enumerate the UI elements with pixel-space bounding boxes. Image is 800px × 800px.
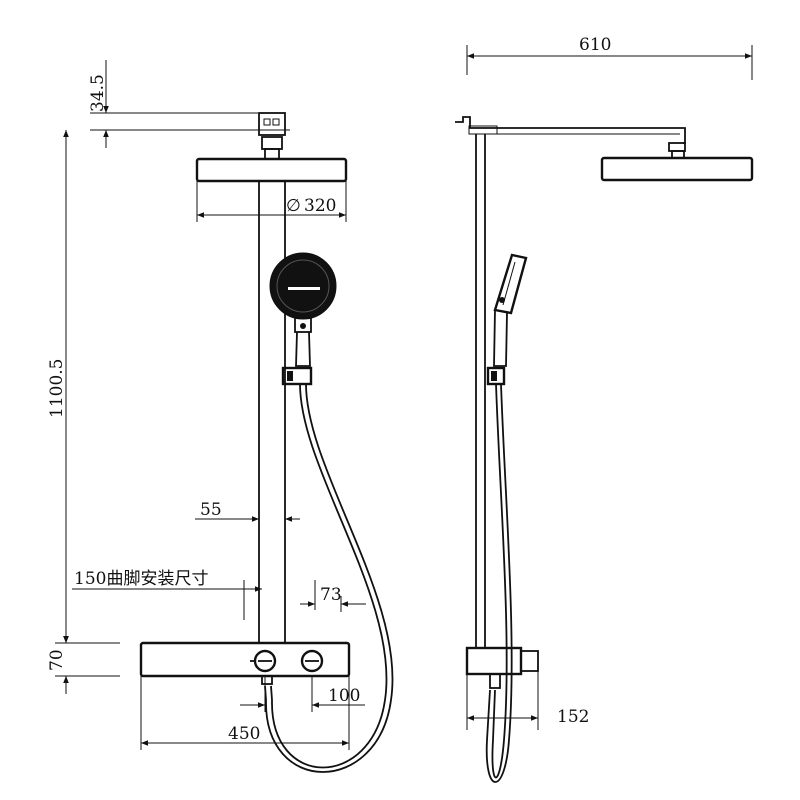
side-thermostat-shelf	[465, 646, 539, 689]
front-hose	[264, 383, 394, 773]
front-riser-pipe	[258, 181, 286, 643]
side-hose	[485, 383, 513, 783]
side-arm	[455, 116, 686, 159]
top-offset-label: 34.5	[88, 74, 108, 112]
total-height-label: 1100.5	[47, 359, 67, 418]
pipe-spacing-label: 55	[200, 500, 222, 520]
mount-offset-label: 73	[320, 585, 342, 605]
shelf-width-label: 450	[228, 724, 260, 744]
side-depth-label: 152	[557, 707, 589, 727]
mount-note-label: 150曲脚安装尺寸	[74, 569, 208, 589]
shelf-height-label: 70	[47, 649, 67, 671]
side-riser-pipe	[475, 134, 486, 648]
front-thermostat-shelf	[139, 641, 351, 685]
front-hand-shower	[269, 252, 337, 386]
front-view	[139, 112, 394, 773]
side-view	[455, 116, 754, 783]
head-diameter-label: 320	[304, 196, 336, 216]
dimension-lines	[55, 45, 753, 750]
side-hand-shower	[486, 253, 528, 386]
diameter-symbol: ∅	[286, 196, 301, 216]
arm-length-label: 610	[579, 35, 611, 55]
side-rain-head	[600, 156, 754, 182]
knob-spacing-label: 100	[328, 686, 360, 706]
dimension-labels: 34.5 1100.5 70 ∅ 320 55 150曲脚安装尺寸 73 100…	[47, 35, 611, 744]
front-top-bracket	[258, 112, 286, 160]
front-rain-head	[195, 157, 348, 183]
